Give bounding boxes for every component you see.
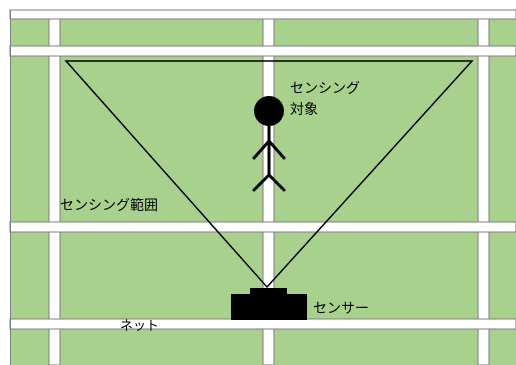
sensing-target-label-line2: 対象 [290,102,318,118]
sensor-icon [231,288,307,320]
net-label: ネット [120,319,160,334]
bar-net [9,318,516,330]
person-arms [252,138,286,160]
sensor-body [231,294,307,320]
sensing-target-label-line1: センシング [290,81,360,97]
bar-middle [9,221,516,233]
bar-upper [9,45,516,57]
person-head [254,96,284,126]
person-icon [252,96,286,192]
bar-top [9,9,516,20]
post-left [48,9,61,365]
person-legs [252,172,286,192]
sensing-range-triangle [64,60,474,289]
sensing-range-label: センシング範囲 [60,198,158,214]
sensor-top [250,288,287,295]
sensor-label: センサー [313,301,369,317]
post-right [477,9,490,365]
